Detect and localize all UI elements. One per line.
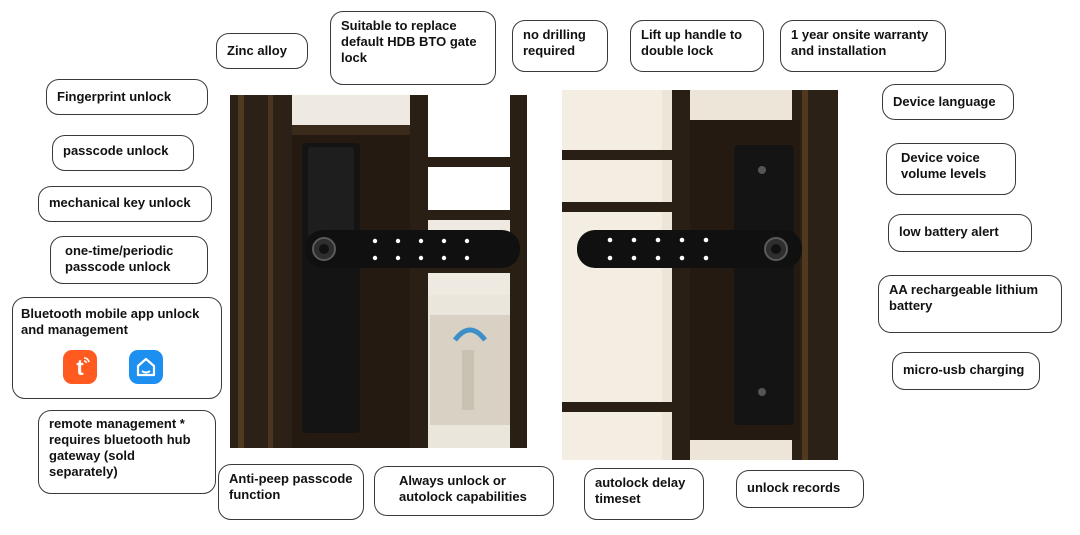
- callout-warranty: 1 year onsite warranty and installation: [780, 20, 946, 72]
- smart-life-icon: [129, 350, 163, 384]
- callout-micro-usb: micro-usb charging: [892, 352, 1040, 390]
- callout-remote-management: remote management * requires bluetooth h…: [38, 410, 216, 494]
- lock-photo-front: [230, 95, 527, 448]
- callout-low-battery: low battery alert: [888, 214, 1032, 252]
- callout-mechanical-key: mechanical key unlock: [38, 186, 212, 222]
- callout-autolock-delay: autolock delay timeset: [584, 468, 704, 520]
- callout-fingerprint: Fingerprint unlock: [46, 79, 208, 115]
- keypad-leds: [372, 238, 470, 261]
- lock-side-illustration: [562, 90, 838, 460]
- callout-always-unlock: Always unlock or autolock capabilities: [374, 466, 554, 516]
- callout-bluetooth-app: Bluetooth mobile app unlock and manageme…: [12, 297, 222, 399]
- lock-photo-side: [562, 90, 838, 460]
- lock-front-illustration: [230, 95, 527, 448]
- callout-replace-hdb: Suitable to replace default HDB BTO gate…: [330, 11, 496, 85]
- callout-no-drilling: no drilling required: [512, 20, 608, 72]
- callout-passcode: passcode unlock: [52, 135, 194, 171]
- callout-unlock-records: unlock records: [736, 470, 864, 508]
- callout-voice-volume: Device voice volume levels: [886, 143, 1016, 195]
- callout-device-language: Device language: [882, 84, 1014, 120]
- callout-zinc-alloy: Zinc alloy: [216, 33, 308, 69]
- callout-anti-peep: Anti-peep passcode function: [218, 464, 364, 520]
- lock-body-right: [734, 145, 794, 425]
- callout-one-time-passcode: one-time/periodic passcode unlock: [50, 236, 208, 284]
- tuya-icon: t: [63, 350, 97, 384]
- keypad-leds-right: [607, 237, 709, 261]
- lock-handle: [305, 230, 520, 268]
- callout-lift-handle: Lift up handle to double lock: [630, 20, 764, 72]
- callout-battery: AA rechargeable lithium battery: [878, 275, 1062, 333]
- svg-text:t: t: [76, 355, 84, 380]
- bluetooth-app-label: Bluetooth mobile app unlock and manageme…: [21, 306, 200, 337]
